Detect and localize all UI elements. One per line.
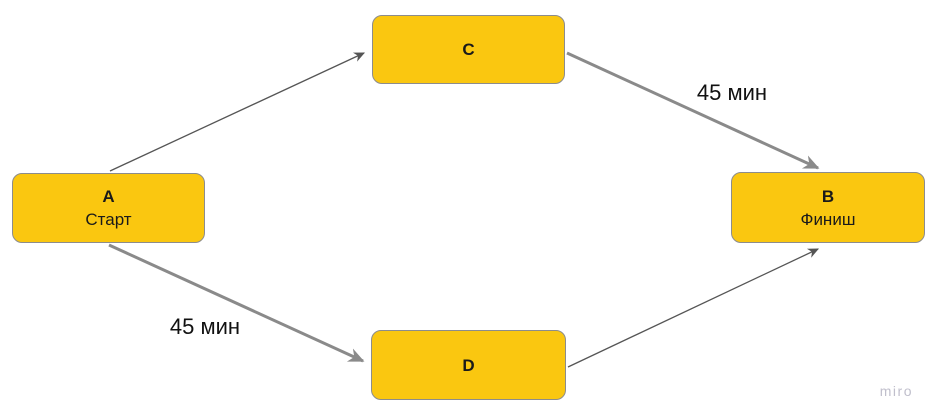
node-d-title: D — [462, 355, 475, 375]
node-c[interactable]: C — [372, 15, 565, 84]
miro-watermark: miro — [879, 383, 913, 399]
node-d[interactable]: D — [371, 330, 566, 400]
edge-c-b[interactable] — [566, 51, 820, 170]
edge-label-a-d[interactable]: 45 мин — [169, 314, 241, 339]
node-c-title: C — [462, 40, 475, 59]
node-b-subtitle: Финиш — [800, 209, 856, 229]
edge-a-c[interactable] — [109, 52, 365, 172]
node-b-title: B — [821, 186, 835, 206]
node-a-start[interactable]: A Старт — [12, 173, 205, 243]
edge-d-b[interactable] — [567, 248, 819, 368]
edge-label-c-b[interactable]: 45 мин — [696, 80, 768, 105]
node-a-title: A — [102, 187, 115, 206]
node-a-subtitle: Старт — [85, 210, 132, 229]
edge-a-d[interactable] — [108, 243, 365, 363]
node-b-finish[interactable]: B Финиш — [731, 172, 925, 243]
